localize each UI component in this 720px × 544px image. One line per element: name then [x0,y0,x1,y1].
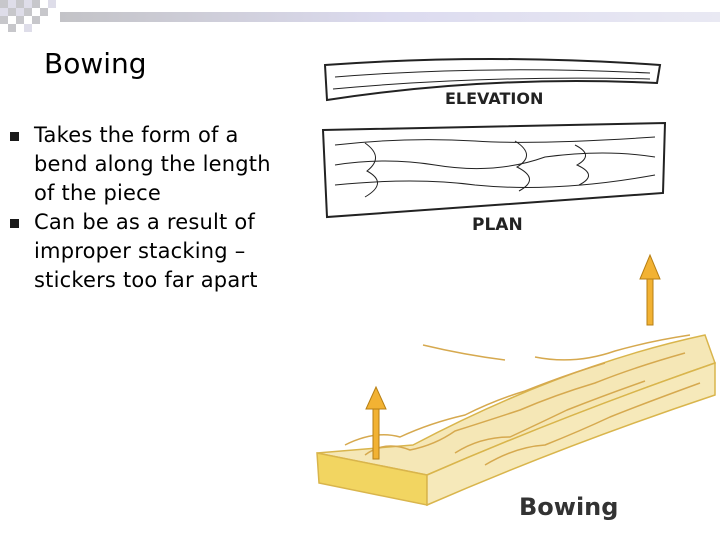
bowing-diagram-svg [316,58,716,507]
bullet-text: Can be as a result of improper stacking … [34,210,258,292]
decorative-header-bar [0,0,720,32]
bullet-list: Takes the form of a bend along the lengt… [10,121,290,295]
square-bullet-icon [10,132,19,141]
bowed-board [316,334,716,507]
upward-arrow-icon [639,253,661,326]
bowing-label: Bowing [519,493,619,521]
elevation-board [323,58,662,102]
square-bullet-icon [10,219,19,228]
plan-label: PLAN [472,215,523,235]
upward-arrow-icon [365,385,387,460]
bullet-text: Takes the form of a bend along the lengt… [34,123,271,205]
list-item: Takes the form of a bend along the lengt… [10,121,290,208]
slide-title: Bowing [44,47,147,80]
plan-board [321,121,667,219]
bowing-illustration: ELEVATION PLAN Bowing [305,45,720,540]
list-item: Can be as a result of improper stacking … [10,208,290,295]
elevation-label: ELEVATION [445,89,544,108]
